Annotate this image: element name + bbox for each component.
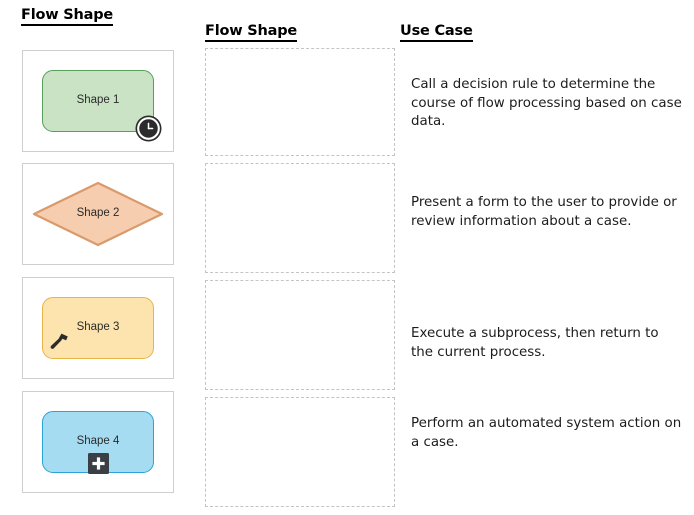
dropzone-row-1[interactable] bbox=[205, 48, 395, 156]
flow-shape-4[interactable]: Shape 4 bbox=[42, 411, 154, 474]
clock-icon bbox=[135, 115, 162, 142]
column-header-label: Use Case bbox=[400, 23, 473, 42]
shape-container: Shape 2 bbox=[23, 164, 173, 264]
palette-cell-shape-1[interactable]: Shape 1 bbox=[22, 50, 174, 152]
use-case-text-row-4: Perform an automated system action on a … bbox=[411, 416, 682, 450]
palette-cell-shape-2[interactable]: Shape 2 bbox=[22, 163, 174, 265]
flow-shape-3[interactable]: Shape 3 bbox=[42, 297, 154, 359]
column-header-flow-shape-palette: Flow Shape bbox=[21, 7, 113, 26]
dropzone-row-3[interactable] bbox=[205, 280, 395, 390]
flow-shape-label: Shape 1 bbox=[76, 94, 120, 107]
flow-shape-label: Shape 3 bbox=[76, 321, 120, 334]
flow-shape-2[interactable]: Shape 2 bbox=[32, 181, 164, 247]
plus-square-icon bbox=[88, 453, 109, 474]
palette-cell-shape-3[interactable]: Shape 3 bbox=[22, 277, 174, 379]
shape-container: Shape 4 bbox=[23, 392, 173, 492]
shape-container: Shape 1 bbox=[23, 51, 173, 151]
column-header-label: Flow Shape bbox=[205, 23, 297, 42]
flow-shape-label: Shape 4 bbox=[76, 435, 120, 448]
column-header-use-case: Use Case bbox=[400, 23, 473, 42]
palette-cell-shape-4[interactable]: Shape 4 bbox=[22, 391, 174, 493]
hammer-icon bbox=[49, 332, 71, 354]
column-header-flow-shape-answer: Flow Shape bbox=[205, 23, 297, 42]
use-case-text-row-3: Execute a subprocess, then return to the… bbox=[411, 326, 659, 360]
column-header-label: Flow Shape bbox=[21, 7, 113, 26]
dropzone-row-2[interactable] bbox=[205, 163, 395, 273]
diamond-outline-icon bbox=[32, 181, 164, 247]
shape-container: Shape 3 bbox=[23, 278, 173, 378]
use-case-text-row-2: Present a form to the user to provide or… bbox=[411, 195, 677, 229]
flow-shape-1[interactable]: Shape 1 bbox=[42, 70, 162, 142]
use-case-text-row-1: Call a decision rule to determine the co… bbox=[411, 77, 682, 129]
dropzone-row-4[interactable] bbox=[205, 397, 395, 507]
